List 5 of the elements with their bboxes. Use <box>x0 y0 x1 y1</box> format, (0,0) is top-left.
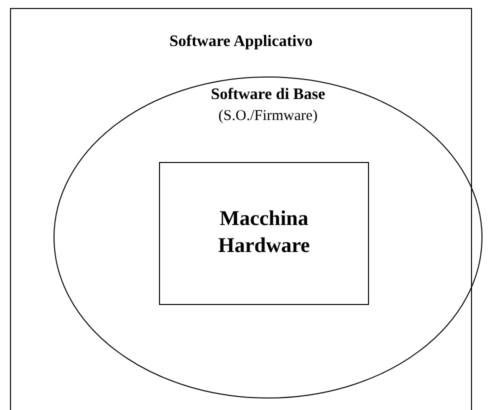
frame-title: Software Applicativo <box>169 33 313 51</box>
box-label: Macchina Hardware <box>217 205 311 260</box>
inner-box <box>159 162 369 305</box>
ellipse-title: Software di Base <box>210 86 326 104</box>
ellipse-subtitle: (S.O./Firmware) <box>218 108 318 125</box>
